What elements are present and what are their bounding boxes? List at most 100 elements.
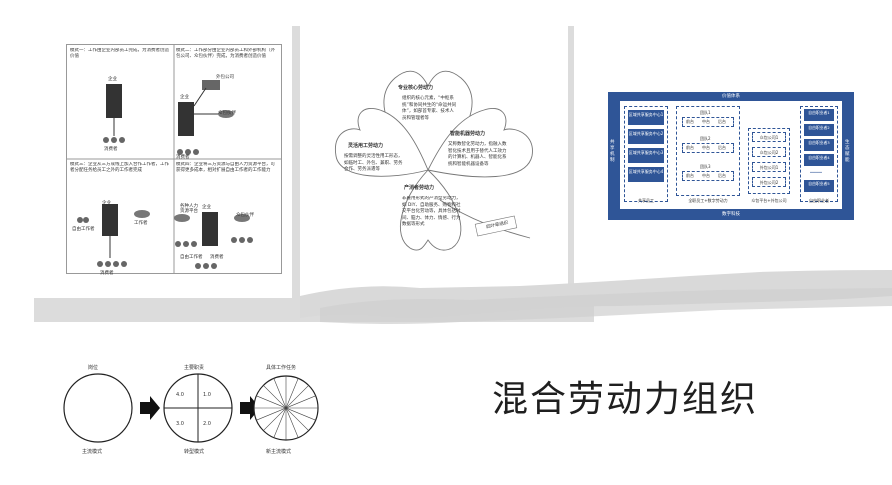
handshake-icon [234, 214, 250, 222]
service-item: 区域共享服务中心1 [628, 110, 664, 125]
circle-position [63, 373, 133, 443]
leaf-right [427, 108, 533, 178]
freelance-dots: …… [810, 168, 822, 175]
people-icon [195, 263, 217, 269]
team-2-front: 前台 [686, 145, 694, 150]
stage-1-top: 岗位 [88, 365, 99, 371]
leaf-top-text: 组织的核心元素，“中枢系统”和协同共生的“命运共同体”，如部首专家、技术人员和管… [402, 96, 457, 121]
building-icon [202, 212, 218, 246]
org-top-label: 价值体系 [722, 94, 740, 99]
mode-3-company: 企业 [102, 201, 111, 206]
handshake-icon [218, 110, 234, 118]
team-1-front: 前台 [686, 119, 694, 124]
freelance-item: 自由职业者5 [804, 180, 834, 192]
outsource-building-icon [202, 80, 220, 90]
org-left-label: 共享机制 [610, 140, 615, 163]
stage-2-top: 主要职责 [184, 365, 205, 371]
circles-diagram [63, 373, 319, 443]
outsource-col-label: 众包平台+外包公司 [751, 198, 787, 203]
mode-3-worker: 工作者 [134, 221, 148, 226]
team-1-back: 后台 [718, 119, 726, 124]
mode-1-caption: 模式一：工作由企业内部员工完成，为消费者创造价值 [70, 48, 169, 59]
outsource-item: 众包公司1 [752, 132, 786, 142]
handshake-icon [134, 210, 150, 218]
duty-value: 4.0 [176, 392, 184, 398]
building-icon [178, 102, 194, 136]
task-spokes [254, 376, 318, 440]
team-3-mid: 中台 [702, 173, 710, 178]
leaf-bottom-title: 产消者劳动力 [404, 185, 435, 191]
modes-grid [66, 44, 282, 274]
leaf-left-text: 按需调整的灵活性用工形态，如临时工、外包、兼职、劳务合作、劳务派遣等 [344, 154, 403, 172]
leaf-left-title: 灵活用工劳动力 [348, 143, 384, 149]
freelance-col-label: 自由职业者 [809, 198, 829, 203]
service-col-label: 共享员工 [638, 198, 654, 203]
people-icon [175, 241, 197, 247]
team-2-box [682, 143, 734, 153]
team-2-back: 后台 [718, 145, 726, 150]
org-right-label: 生态赋能 [845, 140, 850, 163]
mode-4-consumer: 消费者 [210, 255, 224, 260]
team-1-mid: 中台 [702, 119, 710, 124]
mode-2-company: 企业 [180, 95, 189, 100]
duty-value: 3.0 [176, 421, 184, 427]
outsource-col [748, 128, 790, 194]
mode-3-freelancer: 自由工作者 [72, 227, 95, 232]
people-icon [103, 137, 125, 143]
mode-4-hr-platform: 各种人力资源平台 [180, 204, 198, 214]
duty-value: 2.0 [203, 421, 211, 427]
stage-1-bottom: 主流模式 [82, 449, 103, 455]
service-item: 区域共享服务中心4 [628, 167, 664, 182]
vertical-divider-right [568, 26, 574, 296]
freelance-item: 自由职业者1 [804, 109, 834, 121]
teams-col [676, 106, 740, 196]
service-col [624, 106, 668, 202]
team-1-name: 团队1 [700, 110, 711, 115]
mode-3-caption: 模式三：企业从三方或线上加入合作工作者，工作者分配任务给员工之外的工作者完成 [70, 162, 169, 173]
freelance-item: 自由职业者3 [804, 139, 834, 151]
org-bottom-label: 数字科技 [722, 212, 740, 217]
mode-2-caption: 模式二：工作部分由企业内部员工和外部机构（外包公司、众包伙伴）完成，为消费者创造… [176, 48, 275, 59]
outsource-item: 外包公司1 [752, 162, 786, 172]
leaf-right-title: 智能机器劳动力 [450, 131, 486, 137]
mode-4-crowd: 众包伙伴 [236, 213, 254, 218]
team-2-name: 团队2 [700, 136, 711, 141]
team-3-back: 后台 [718, 173, 726, 178]
mode-1-consumer: 消费者 [104, 147, 118, 152]
team-3-name: 团队3 [700, 164, 711, 169]
mode-2-crowd: 众包伙伴 [218, 111, 236, 116]
mode-3-consumer: 消费者 [100, 271, 114, 276]
people-icon [77, 217, 89, 223]
people-icon [231, 237, 253, 243]
people-icon [177, 149, 199, 155]
service-item: 区域共享服务中心3 [628, 148, 664, 163]
freelance-col [800, 106, 838, 202]
handshake-icon [174, 214, 190, 222]
mode-4-freelancer: 自由工作者 [180, 255, 203, 260]
team-3-front: 前台 [686, 173, 694, 178]
mode-2-outsourcer: 外包公司 [216, 75, 234, 80]
stage-3-bottom: 新主流模式 [266, 449, 292, 455]
team-1-box [682, 117, 734, 127]
mode-4-caption: 模式四：企业将三方资源与自由人力资源平台，可获得更多成本，相对扩展自由工作者的工… [176, 162, 275, 173]
leaf-bottom-text: 非雇用形式的产消型劳动力，如 DIY、自助服务、购物和社交平台化劳动等，具体包括… [402, 196, 461, 227]
building-icon [102, 204, 118, 236]
freelance-item: 自由职业者4 [804, 154, 834, 166]
vertical-divider-left [292, 26, 300, 318]
mode-2-consumer: 消费者 [176, 155, 190, 160]
leaf-right-text: 又称数智化劳动力，指融入数智化技术且用于替代人工效力的计算机、机器人、智能化系统… [448, 142, 507, 167]
outsource-item: 众包公司2 [752, 147, 786, 157]
stage-2-bottom: 转型模式 [184, 449, 205, 455]
outsource-item: 外包公司2 [752, 177, 786, 187]
mode-1-company: 企业 [108, 77, 117, 82]
mode-4-company: 企业 [202, 205, 211, 210]
clover-diagram [335, 70, 533, 251]
slide-title: 混合劳动力组织 [492, 379, 759, 420]
leaf-bottom [400, 169, 462, 251]
leaf-top-title: 专业核心劳动力 [398, 85, 434, 91]
leaf-left [335, 108, 429, 177]
duty-value: 1.0 [203, 392, 211, 398]
team-3-box [682, 171, 734, 181]
building-icon [106, 84, 122, 118]
